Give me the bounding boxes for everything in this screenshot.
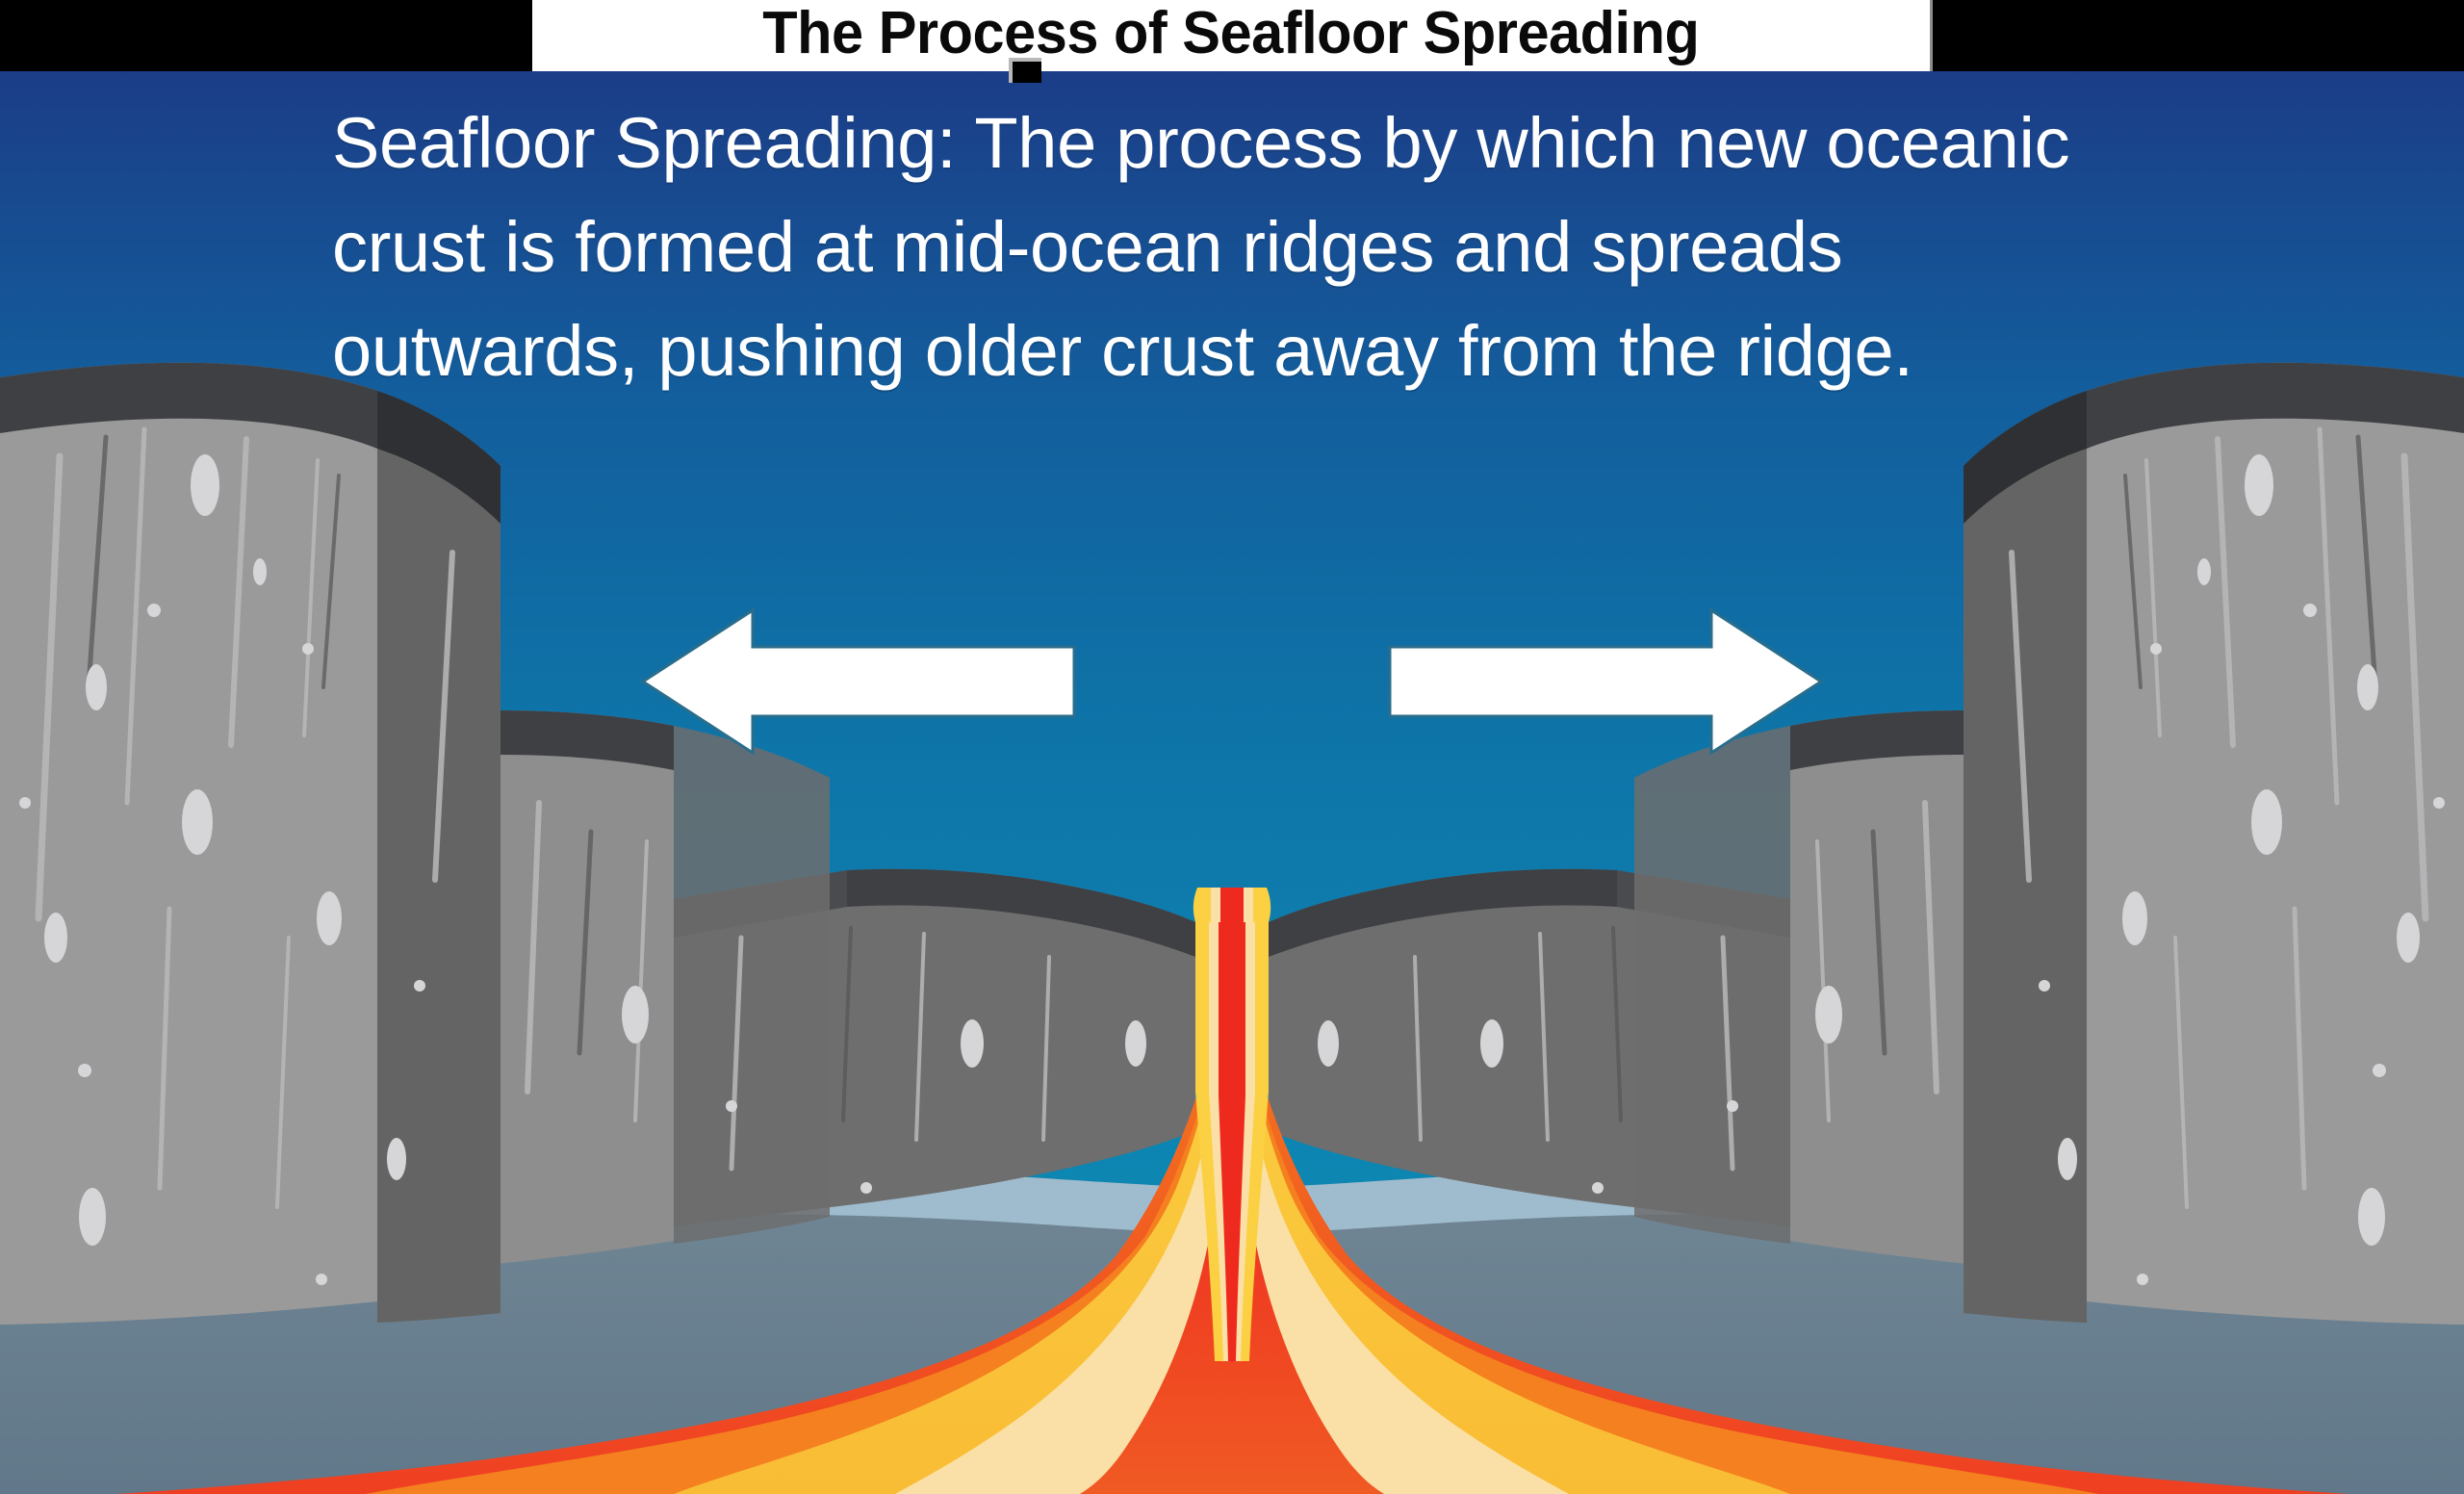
title-bar: The Process of Seafloor Spreading <box>0 0 2464 71</box>
diagram-canvas <box>0 71 2464 1494</box>
description-text: Seafloor Spreading: The process by which… <box>332 91 2315 403</box>
description-line-1: Seafloor Spreading: The process by which… <box>332 103 2070 183</box>
right-spreading-arrow <box>1388 607 1824 756</box>
right-oceanic-crust-cliffs <box>1269 362 2464 1326</box>
title-box: The Process of Seafloor Spreading <box>532 0 1933 71</box>
page-title: The Process of Seafloor Spreading <box>762 0 1700 66</box>
rising-magma-plume <box>116 888 2348 1494</box>
left-spreading-arrow <box>640 607 1076 756</box>
left-oceanic-crust-cliffs <box>0 362 1195 1326</box>
description-line-3: outwards, pushing older crust away from … <box>332 311 1913 391</box>
cursor-marker-icon <box>1009 58 1041 83</box>
description-line-2: crust is formed at mid-ocean ridges and … <box>332 207 1843 287</box>
